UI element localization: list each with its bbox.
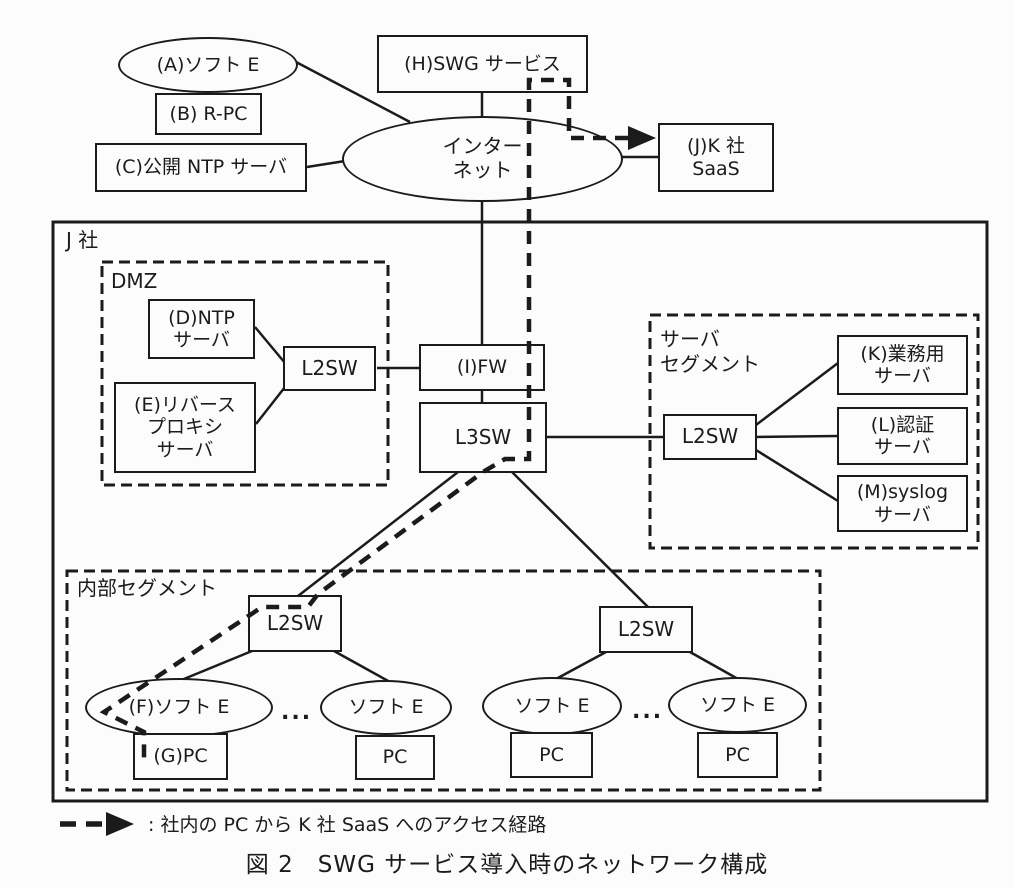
node-label: (E)リバース プロキシ サーバ <box>134 393 236 461</box>
node-label: (B) R-PC <box>169 102 248 125</box>
node-label: ソフト E <box>348 696 424 719</box>
node-j-k-saas: (J)K 社 SaaS <box>658 123 774 192</box>
connector-line <box>755 448 839 503</box>
node-label: (C)公開 NTP サーバ <box>114 156 288 179</box>
ellipsis-internal-left: ... <box>281 700 313 725</box>
node-soft-e-3: ソフト E <box>482 677 622 735</box>
ellipsis-internal-right: ... <box>632 699 664 724</box>
node-label: インター ネット <box>442 134 523 182</box>
node-i-fw: (I)FW <box>419 344 545 391</box>
figure-caption: 図 2 SWG サービス導入時のネットワーク構成 <box>245 852 769 878</box>
node-soft-e-2: ソフト E <box>320 680 452 735</box>
node-label: L2SW <box>617 616 675 641</box>
node-d-ntp-server: (D)NTP サーバ <box>148 299 255 359</box>
node-b-r-pc: (B) R-PC <box>155 93 262 135</box>
connector-line <box>755 434 839 439</box>
node-internet: インター ネット <box>342 116 623 202</box>
node-m-syslog-server: (M)syslog サーバ <box>837 475 968 532</box>
node-label: ソフト E <box>514 694 590 717</box>
server-segment-label: サーバ セグメント <box>660 327 760 376</box>
connector-line <box>255 386 286 425</box>
node-label: (A)ソフト E <box>156 53 260 76</box>
legend-arrowhead <box>106 812 134 836</box>
node-label: (J)K 社 SaaS <box>687 135 745 180</box>
node-soft-e-4: ソフト E <box>668 677 807 733</box>
connector-line <box>555 650 607 681</box>
connector-line <box>178 649 253 683</box>
connector-line <box>297 471 459 597</box>
node-label: (H)SWG サービス <box>404 52 561 75</box>
node-g-pc: (G)PC <box>133 733 228 780</box>
node-pc-3: PC <box>510 732 593 778</box>
connector-line <box>689 650 739 681</box>
node-l3sw: L3SW <box>419 402 547 473</box>
node-label: PC <box>382 746 408 769</box>
node-label: (G)PC <box>153 745 208 768</box>
node-label: PC <box>725 743 750 766</box>
node-k-business-server: (K)業務用 サーバ <box>837 335 968 395</box>
node-l2sw-internal-2: L2SW <box>599 606 693 653</box>
node-label: (M)syslog サーバ <box>856 481 949 526</box>
node-h-swg-service: (H)SWG サービス <box>377 35 588 93</box>
node-l2sw-dmz: L2SW <box>283 346 376 391</box>
node-l2sw-internal-1: L2SW <box>248 595 342 652</box>
node-f-soft-e: (F)ソフト E <box>85 678 273 737</box>
node-label: PC <box>539 743 564 766</box>
node-l-auth-server: (L)認証 サーバ <box>837 407 968 465</box>
connector-line <box>755 362 839 426</box>
node-label: (F)ソフト E <box>128 696 230 719</box>
node-label: L2SW <box>681 424 739 449</box>
route-arrowhead <box>628 126 656 150</box>
node-a-soft-e: (A)ソフト E <box>118 37 298 93</box>
node-label: (K)業務用 サーバ <box>860 342 945 387</box>
connector-line <box>306 159 346 169</box>
node-l2sw-server-segment: L2SW <box>663 414 757 460</box>
internal-segment-label: 内部セグメント <box>77 576 217 600</box>
dmz-label: DMZ <box>111 269 158 293</box>
node-e-reverse-proxy: (E)リバース プロキシ サーバ <box>114 382 256 473</box>
node-label: (L)認証 サーバ <box>870 413 935 458</box>
node-pc-2: PC <box>355 735 435 780</box>
node-label: L3SW <box>454 424 512 449</box>
connector-line <box>511 471 649 608</box>
node-label: L2SW <box>301 355 358 380</box>
legend-label: : 社内の PC から K 社 SaaS へのアクセス経路 <box>148 814 547 836</box>
node-pc-4: PC <box>697 732 778 778</box>
connector-line <box>333 649 391 684</box>
connector-line <box>254 326 286 364</box>
node-label: L2SW <box>266 610 324 635</box>
node-label: (I)FW <box>456 356 508 379</box>
node-c-public-ntp-server: (C)公開 NTP サーバ <box>95 143 307 192</box>
j-company-label: J 社 <box>66 228 99 252</box>
node-label: ソフト E <box>699 693 776 716</box>
node-label: (D)NTP サーバ <box>168 306 235 351</box>
